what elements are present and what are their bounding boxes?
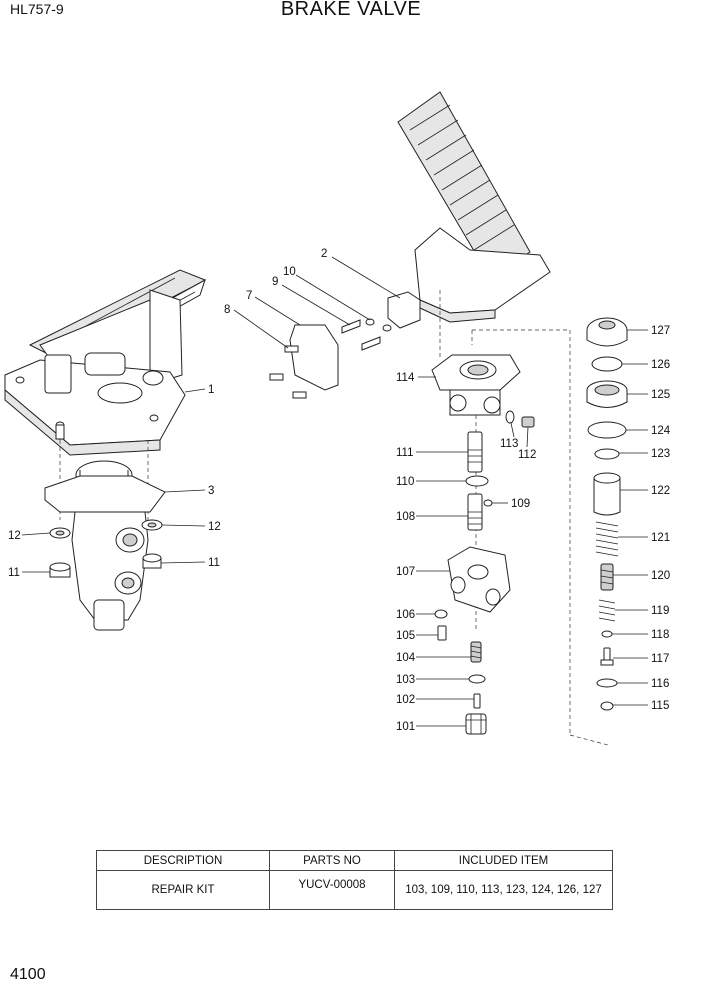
callout-112: 112: [518, 449, 536, 461]
callout-123: 123: [651, 448, 670, 460]
callout-104: 104: [396, 652, 416, 664]
callout-105: 105: [396, 630, 415, 642]
callout-12-left: 12: [8, 530, 21, 542]
callout-107: 107: [396, 566, 415, 578]
callout-115: 115: [651, 700, 669, 712]
page-number: 4100: [10, 966, 46, 983]
callout-111: 111: [396, 447, 413, 459]
callout-113: 113: [500, 438, 518, 450]
callout-117: 117: [651, 653, 669, 665]
callout-101: 101: [396, 721, 415, 733]
callout-116: 116: [651, 678, 669, 690]
callout-103: 103: [396, 674, 415, 686]
callout-3: 3: [208, 485, 214, 497]
callout-7: 7: [246, 290, 252, 302]
repair-kit-table: DESCRIPTION PARTS NO INCLUDED ITEM REPAI…: [96, 850, 613, 910]
cell-parts-no: YUCV-00008: [269, 870, 395, 910]
callout-124: 124: [651, 425, 671, 437]
callout-108: 108: [396, 511, 415, 523]
callout-109: 109: [511, 498, 530, 510]
callout-119: 119: [651, 605, 669, 617]
callout-10: 10: [283, 266, 296, 278]
leader-lines: [21, 256, 648, 727]
table-row: REPAIR KIT YUCV-00008 103, 109, 110, 113…: [96, 870, 613, 910]
table-header-row: DESCRIPTION PARTS NO INCLUDED ITEM: [96, 850, 613, 871]
callout-122: 122: [651, 485, 670, 497]
callout-2: 2: [321, 248, 327, 260]
callout-114: 114: [396, 372, 415, 384]
callout-102: 102: [396, 694, 415, 706]
callout-labels: 1 2 3 7 8 9 10 11 11 12 12 101 102 103 1…: [8, 248, 671, 733]
callout-1: 1: [208, 384, 214, 396]
callout-12-right: 12: [208, 521, 221, 533]
bracket-parts-drawing: [269, 291, 421, 399]
callout-8: 8: [224, 304, 230, 316]
callout-121: 121: [651, 532, 670, 544]
callout-125: 125: [651, 389, 670, 401]
spare-parts-column-drawing: [586, 317, 628, 711]
callout-118: 118: [651, 629, 669, 641]
callout-110: 110: [396, 476, 414, 488]
brake-valve-assembly-drawing: [4, 269, 207, 631]
callout-127: 127: [651, 325, 670, 337]
callout-126: 126: [651, 359, 670, 371]
model-code: HL757-9: [10, 1, 64, 17]
header-parts-no: PARTS NO: [269, 850, 395, 871]
header-description: DESCRIPTION: [96, 850, 270, 871]
callout-11-right: 11: [208, 557, 220, 569]
page-title: BRAKE VALVE: [280, 0, 422, 20]
callout-11-left: 11: [8, 567, 20, 579]
cell-included-item: 103, 109, 110, 113, 123, 124, 126, 127: [394, 870, 613, 910]
cell-description: REPAIR KIT: [96, 870, 270, 910]
callout-106: 106: [396, 609, 415, 621]
callout-9: 9: [272, 276, 278, 288]
header-included-item: INCLUDED ITEM: [394, 850, 613, 871]
callout-120: 120: [651, 570, 670, 582]
pedal-valve-assembly-drawing: [397, 91, 609, 746]
